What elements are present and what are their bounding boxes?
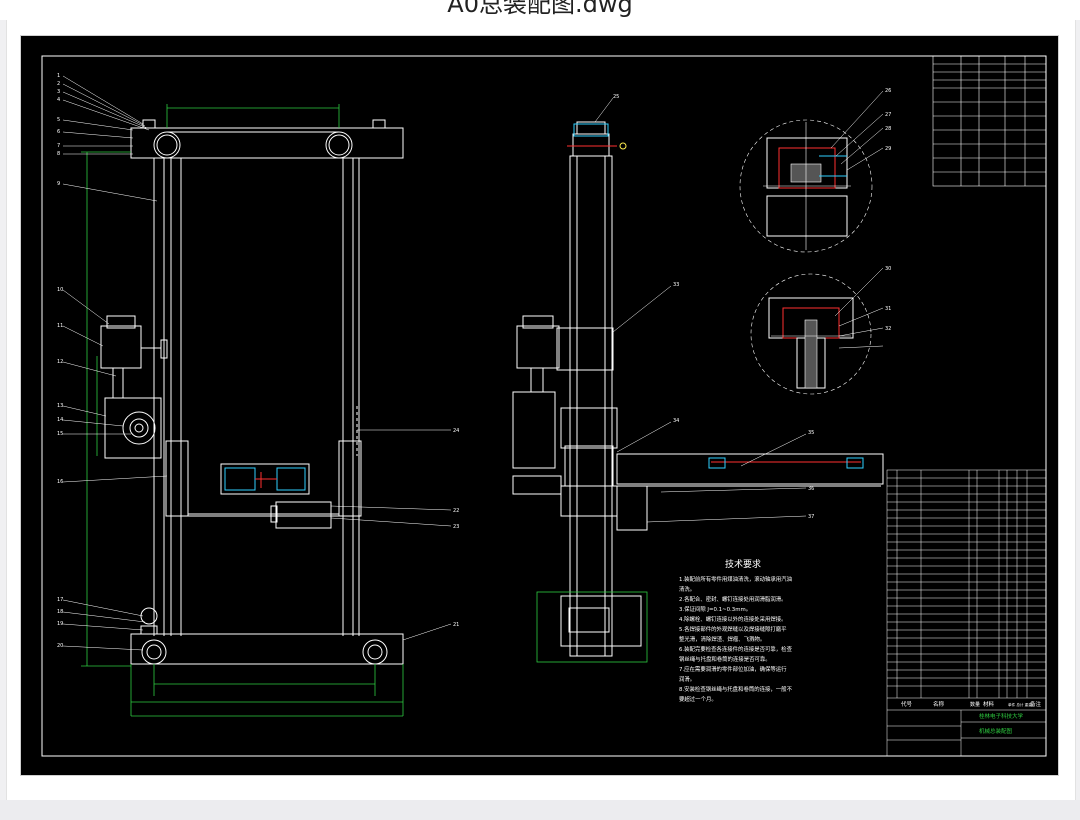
svg-text:28: 28 xyxy=(885,126,891,132)
document-header: A0总装配图.dwg xyxy=(0,0,1080,20)
svg-text:36: 36 xyxy=(808,486,814,492)
svg-text:8: 8 xyxy=(57,151,60,157)
svg-text:5.各焊接部件的外观焊缝以及焊接缝隙打磨平: 5.各焊接部件的外观焊缝以及焊接缝隙打磨平 xyxy=(679,625,787,633)
side-view-details xyxy=(567,123,864,469)
university-name: 桂林电子科技大学 xyxy=(979,712,1024,720)
front-view xyxy=(100,119,404,665)
svg-text:18: 18 xyxy=(57,609,63,615)
side-view-part-numbers: 25 33 34 35 36 37 xyxy=(613,94,814,520)
svg-text:22: 22 xyxy=(453,508,459,514)
cad-drawing-canvas: 1 2 3 4 5 6 7 8 9 10 11 12 13 14 15 16 1… xyxy=(41,55,1047,757)
side-view-leaders xyxy=(594,97,807,523)
svg-text:19: 19 xyxy=(57,621,63,627)
svg-text:12: 12 xyxy=(57,359,63,365)
svg-text:25: 25 xyxy=(613,94,619,100)
front-view-details xyxy=(224,406,358,491)
svg-text:34: 34 xyxy=(673,418,679,424)
svg-text:17: 17 xyxy=(57,597,63,603)
svg-text:29: 29 xyxy=(885,146,891,152)
svg-text:35: 35 xyxy=(808,430,814,436)
svg-text:20: 20 xyxy=(57,643,63,649)
svg-text:材料: 材料 xyxy=(983,700,995,708)
svg-text:8.安装检查钢丝绳与托盘和卷筒的连接，一般不: 8.安装检查钢丝绳与托盘和卷筒的连接，一般不 xyxy=(679,685,793,693)
svg-text:27: 27 xyxy=(885,112,891,118)
tech-requirements-heading: 技术要求 xyxy=(725,558,761,570)
svg-text:5: 5 xyxy=(57,117,60,123)
svg-text:数量: 数量 xyxy=(970,701,980,708)
svg-text:2.各配合、密封、螺钉连接处用润滑脂润滑。: 2.各配合、密封、螺钉连接处用润滑脂润滑。 xyxy=(679,595,787,603)
svg-text:代号: 代号 xyxy=(901,700,913,708)
svg-text:钢丝绳与托盘和卷筒的连接是否可靠。: 钢丝绳与托盘和卷筒的连接是否可靠。 xyxy=(679,655,771,663)
svg-text:16: 16 xyxy=(57,479,63,485)
side-view xyxy=(512,121,884,663)
svg-text:清洗。: 清洗。 xyxy=(679,585,695,593)
svg-text:26: 26 xyxy=(885,88,891,94)
svg-text:4: 4 xyxy=(57,97,60,103)
front-view-leaders xyxy=(62,75,452,651)
drawing-frame xyxy=(41,55,1047,757)
svg-text:15: 15 xyxy=(57,431,63,437)
document-title: A0总装配图.dwg xyxy=(447,0,633,18)
detail-view-part-numbers: 26 27 28 29 30 31 32 xyxy=(885,88,891,332)
svg-text:6.装配完要检查各连接件的连接是否可靠，检查: 6.装配完要检查各连接件的连接是否可靠，检查 xyxy=(679,645,793,653)
bill-of-materials xyxy=(886,469,1047,757)
svg-text:31: 31 xyxy=(885,306,891,312)
svg-text:11: 11 xyxy=(57,323,63,329)
svg-text:37: 37 xyxy=(808,514,814,520)
svg-text:13: 13 xyxy=(57,403,63,409)
svg-text:要超过一个月。: 要超过一个月。 xyxy=(679,695,717,703)
svg-text:名称: 名称 xyxy=(933,700,945,708)
title-block-text: 代号 名称 数量 材料 单件 总计 重量 备注 桂林电子科技大学 机械总装配图 xyxy=(901,700,1042,735)
detail-view-bottom xyxy=(750,273,872,395)
svg-text:21: 21 xyxy=(453,622,459,628)
svg-text:6: 6 xyxy=(57,129,60,135)
svg-text:3.保证间隙 J=0.1~0.3mm。: 3.保证间隙 J=0.1~0.3mm。 xyxy=(679,605,751,613)
svg-text:24: 24 xyxy=(453,428,459,434)
detail-view-leaders xyxy=(830,90,884,349)
svg-text:2: 2 xyxy=(57,81,60,87)
front-view-dimensions xyxy=(81,104,404,717)
svg-text:整光滑，清除焊渣、焊瘤、飞溅物。: 整光滑，清除焊渣、焊瘤、飞溅物。 xyxy=(679,635,765,643)
svg-text:单件 总计 重量: 单件 总计 重量 xyxy=(1008,702,1032,707)
page-footer-bar xyxy=(0,800,1080,820)
svg-text:1.装配前所有零件用煤油清洗，滚动轴承用汽油: 1.装配前所有零件用煤油清洗，滚动轴承用汽油 xyxy=(679,575,792,583)
svg-text:7: 7 xyxy=(57,143,60,149)
svg-text:32: 32 xyxy=(885,326,891,332)
cad-drawing-viewer[interactable]: 1 2 3 4 5 6 7 8 9 10 11 12 13 14 15 16 1… xyxy=(20,35,1059,776)
spec-table xyxy=(932,55,1047,187)
drawing-name: 机械总装配图 xyxy=(979,727,1013,735)
svg-text:1: 1 xyxy=(57,73,60,79)
svg-text:23: 23 xyxy=(453,524,459,530)
svg-text:3: 3 xyxy=(57,89,60,95)
svg-text:30: 30 xyxy=(885,266,891,272)
detail-view-top xyxy=(739,119,873,253)
svg-text:7.应在需要润滑的零件部位加油，确保等运行: 7.应在需要润滑的零件部位加油，确保等运行 xyxy=(679,665,787,673)
svg-text:33: 33 xyxy=(673,282,679,288)
svg-text:4.除螺栓、螺钉连接以外的连接处采用焊接。: 4.除螺栓、螺钉连接以外的连接处采用焊接。 xyxy=(679,615,787,623)
svg-text:润滑。: 润滑。 xyxy=(679,675,695,683)
svg-text:14: 14 xyxy=(57,417,63,423)
svg-text:10: 10 xyxy=(57,287,63,293)
svg-text:备注: 备注 xyxy=(1030,700,1042,708)
front-view-part-numbers: 1 2 3 4 5 6 7 8 9 10 11 12 13 14 15 16 1… xyxy=(57,73,459,649)
tech-requirements: 技术要求 1.装配前所有零件用煤油清洗，滚动轴承用汽油 清洗。 2.各配合、密封… xyxy=(679,558,793,703)
svg-text:9: 9 xyxy=(57,181,60,187)
